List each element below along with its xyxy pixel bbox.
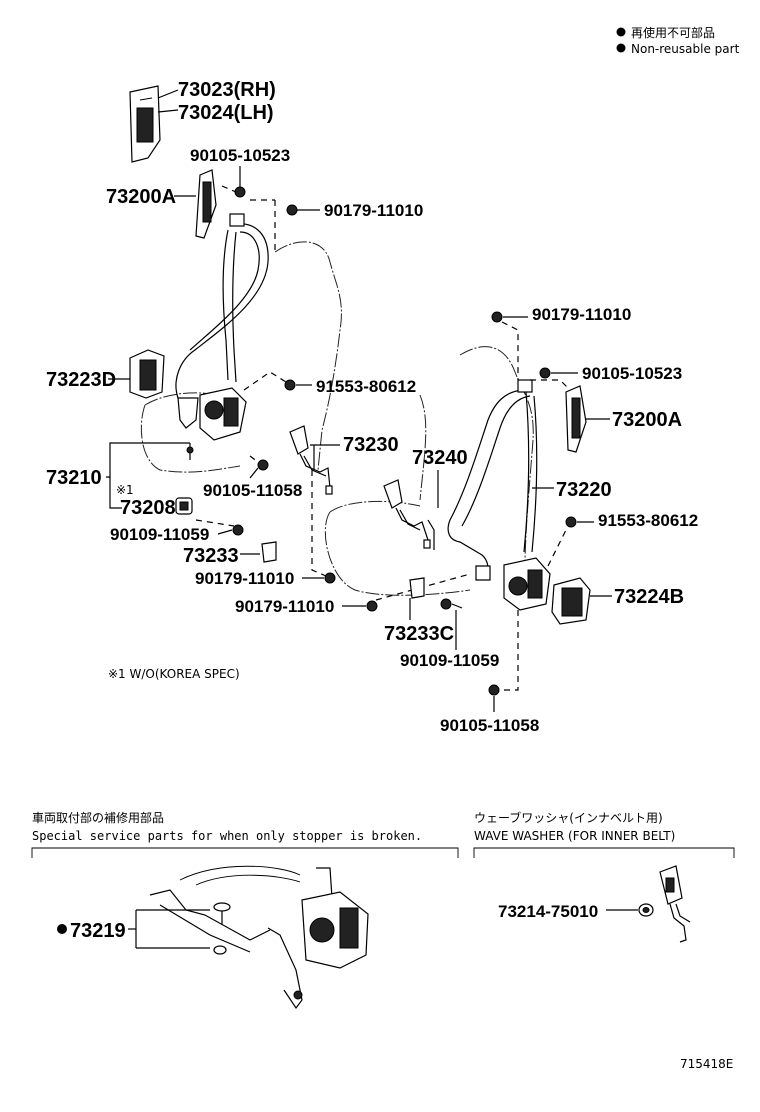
part-label: 73214-75010 bbox=[498, 902, 598, 921]
right-seat-side-outline bbox=[419, 394, 427, 501]
part-label: 73024(LH) bbox=[178, 102, 274, 124]
stopper-detail-illustration bbox=[149, 865, 369, 1010]
left-retractor-part bbox=[177, 387, 247, 441]
part-label: 73240 bbox=[412, 447, 468, 469]
leader-line bbox=[157, 89, 179, 99]
washer-title-en: WAVE WASHER (FOR INNER BELT) bbox=[474, 829, 675, 843]
part-label: 91553-80612 bbox=[316, 377, 416, 396]
nut-icon bbox=[491, 311, 503, 323]
diagram-id: 715418E bbox=[680, 1057, 733, 1071]
center-buckle-part bbox=[383, 479, 435, 550]
bolt-icon bbox=[284, 379, 296, 391]
washer-title-ja: ウェーブワッシャ(インナベルト用) bbox=[474, 810, 663, 825]
nut-icon bbox=[366, 600, 378, 612]
part-label: 73223D bbox=[46, 369, 116, 391]
part-label: 90105-10523 bbox=[190, 146, 290, 165]
shoulder-adjuster-part bbox=[565, 385, 587, 453]
pillar-trim-part bbox=[129, 85, 161, 163]
part-label: 73224B bbox=[614, 586, 684, 608]
part-label: 73230 bbox=[343, 434, 399, 456]
bolt-icon bbox=[565, 516, 577, 528]
nut-icon bbox=[324, 572, 336, 584]
retractor-cover-part bbox=[551, 577, 591, 625]
part-label: 90179-11010 bbox=[324, 201, 423, 220]
panel-bracket bbox=[31, 847, 459, 858]
note-mark: ※1 bbox=[116, 483, 134, 497]
non-reusable-bullet-icon bbox=[57, 924, 67, 934]
leader-line bbox=[157, 109, 179, 113]
panel-bracket bbox=[473, 847, 735, 858]
bolt-icon bbox=[232, 524, 244, 536]
right-belt-webbing bbox=[447, 379, 538, 581]
service-title-en: Special service parts for when only stop… bbox=[32, 829, 422, 843]
part-label: 73220 bbox=[556, 479, 612, 501]
anchor-cover-part bbox=[409, 577, 425, 599]
part-label: 90179-11010 bbox=[532, 305, 631, 324]
part-label: 73200A bbox=[612, 409, 682, 431]
part-label: 73200A bbox=[106, 186, 176, 208]
inner-belt-buckle-illustration bbox=[659, 865, 691, 943]
nut-icon bbox=[286, 204, 298, 216]
right-seat-cushion-outline bbox=[324, 500, 471, 596]
part-label: 90109-11059 bbox=[400, 651, 499, 670]
legend-bullet-icon bbox=[616, 27, 626, 37]
part-label: 90105-11058 bbox=[203, 481, 302, 500]
bolt-icon bbox=[234, 186, 246, 198]
shoulder-adjuster-part bbox=[195, 169, 217, 239]
bolt-icon bbox=[539, 367, 551, 379]
part-label: 90179-11010 bbox=[195, 569, 294, 588]
right-retractor-part bbox=[503, 557, 551, 611]
part-label: 73023(RH) bbox=[178, 79, 276, 101]
bolt-icon bbox=[257, 459, 269, 471]
part-label: 73208 bbox=[120, 497, 176, 519]
part-label: 90105-11058 bbox=[440, 716, 539, 735]
part-label: 90179-11010 bbox=[235, 597, 334, 616]
left-seat-back-outline bbox=[274, 241, 342, 471]
part-label: 73233C bbox=[384, 623, 454, 645]
retractor-cover-part bbox=[129, 349, 165, 399]
legend-bullet-icon bbox=[616, 43, 626, 53]
left-belt-webbing bbox=[175, 213, 269, 399]
part-label: 73233 bbox=[183, 545, 239, 567]
part-label: 91553-80612 bbox=[598, 511, 698, 530]
service-title-ja: 車両取付部の補修用部品 bbox=[32, 810, 164, 825]
legend-ja: 再使用不可部品 bbox=[631, 25, 715, 40]
part-label: 73219 bbox=[70, 920, 126, 942]
part-label: 90109-11059 bbox=[110, 525, 209, 544]
bolt-icon bbox=[440, 598, 452, 610]
anchor-cover-part bbox=[261, 541, 277, 563]
part-label: 73210 bbox=[46, 467, 102, 489]
legend-en: Non-reusable part bbox=[631, 42, 740, 56]
right-seat-back-outline bbox=[459, 346, 534, 561]
part-label: 90105-10523 bbox=[582, 364, 682, 383]
bolt-icon bbox=[488, 684, 500, 696]
footnote: ※1 W/O(KOREA SPEC) bbox=[108, 667, 240, 681]
